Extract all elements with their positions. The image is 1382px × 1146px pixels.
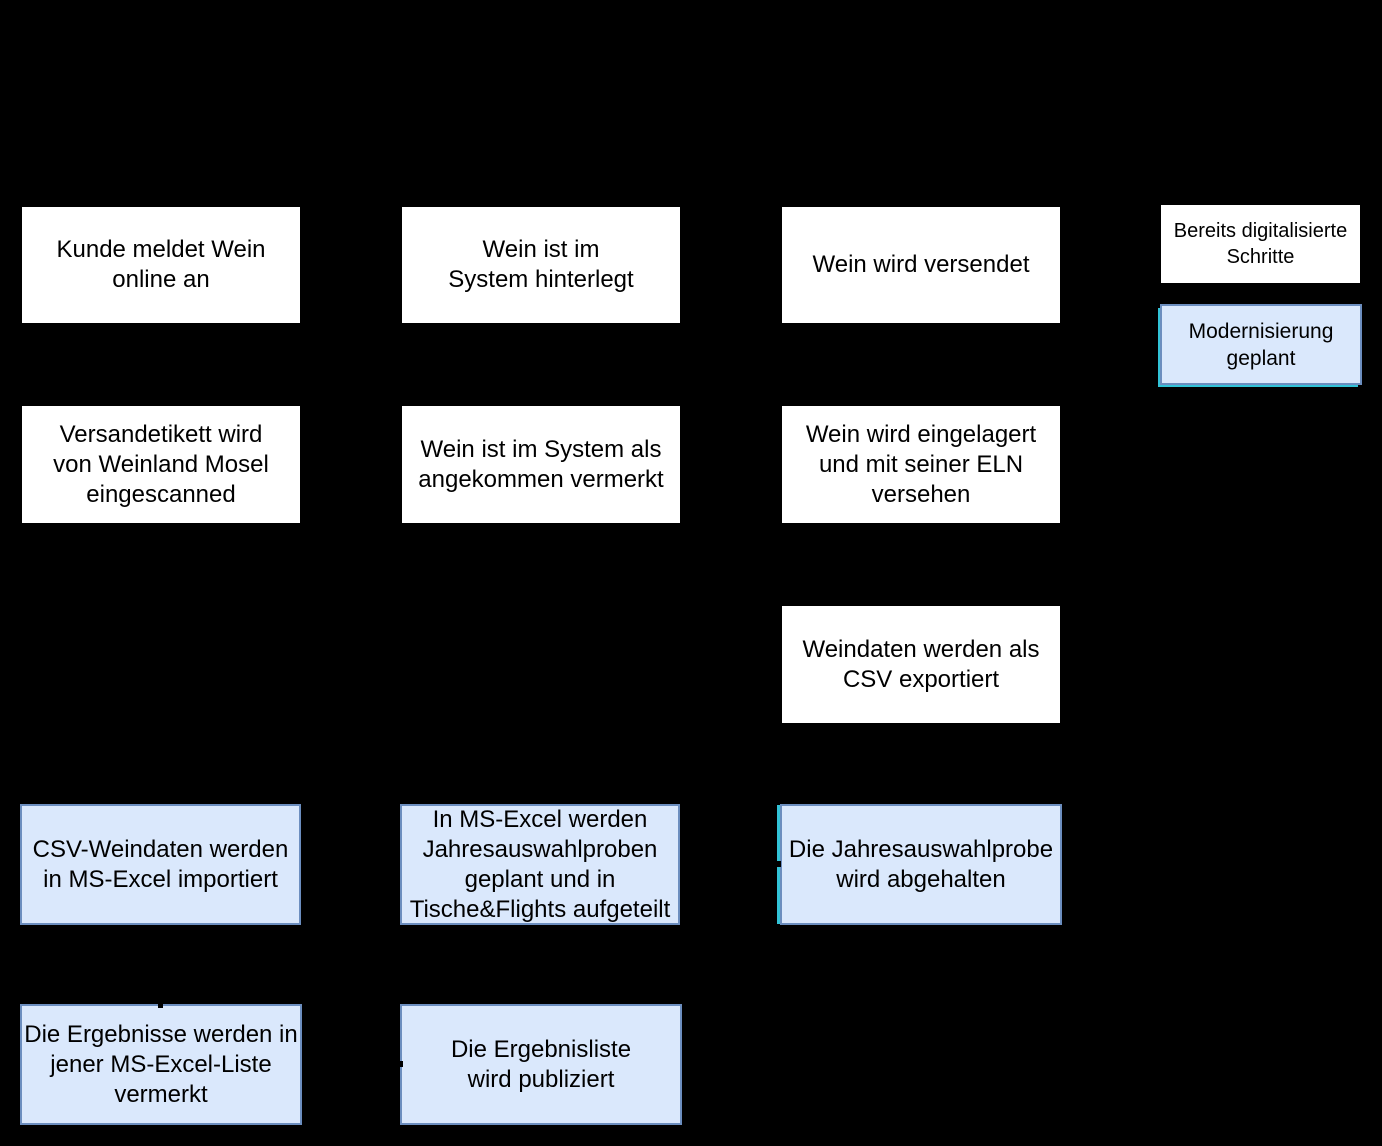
- legend-already-digitized-steps[interactable]: Bereits digitalisierte Schritte: [1161, 205, 1360, 283]
- node-wein-eingelagert-eln[interactable]: Wein wird eingelagert und mit seiner ELN…: [782, 406, 1060, 523]
- node-versandetikett-eingescanned[interactable]: Versandetikett wird von Weinland Mosel e…: [22, 406, 300, 523]
- connector-arrow-tick: [398, 1061, 403, 1067]
- node-label: Wein ist im System hinterlegt: [448, 236, 634, 293]
- connector-arrow-tick: [776, 861, 781, 867]
- legend-modernization-planned[interactable]: Modernisierung geplant: [1160, 304, 1362, 385]
- node-label: Die Jahresauswahlprobe wird abgehalten: [788, 835, 1054, 893]
- node-label: CSV-Weindaten werden in MS-Excel importi…: [32, 835, 289, 893]
- node-label: In MS-Excel werden Jahresauswahlproben g…: [409, 805, 671, 923]
- node-csv-weindaten-excel-import[interactable]: CSV-Weindaten werden in MS-Excel importi…: [20, 804, 301, 925]
- node-wein-im-system-hinterlegt[interactable]: Wein ist im System hinterlegt: [402, 207, 680, 323]
- connector-arrow-tick: [390, 861, 395, 867]
- node-label: Wein ist im System als angekommen vermer…: [418, 435, 664, 493]
- legend-label: Bereits digitalisierte Schritte: [1173, 220, 1348, 268]
- node-ergebnisliste-publiziert[interactable]: Die Ergebnisliste wird publiziert: [400, 1004, 682, 1125]
- node-excel-jahresauswahlproben-planung[interactable]: In MS-Excel werden Jahresauswahlproben g…: [400, 804, 680, 925]
- node-label: Wein wird eingelagert und mit seiner ELN…: [805, 420, 1037, 508]
- node-label: Die Ergebnisse werden in jener MS-Excel-…: [24, 1020, 298, 1108]
- node-label: Kunde meldet Wein online an: [56, 236, 266, 293]
- legend-label: Modernisierung geplant: [1188, 319, 1334, 370]
- node-wein-wird-versendet[interactable]: Wein wird versendet: [782, 207, 1060, 323]
- node-kunde-meldet-wein[interactable]: Kunde meldet Wein online an: [22, 207, 300, 323]
- node-label: Weindaten werden als CSV exportiert: [802, 635, 1040, 693]
- node-label: Wein wird versendet: [812, 251, 1030, 278]
- node-label: Die Ergebnisliste wird publiziert: [450, 1035, 632, 1093]
- connector-arrow-tick: [158, 1002, 163, 1008]
- node-label: Versandetikett wird von Weinland Mosel e…: [53, 420, 269, 508]
- node-ergebnisse-excel-vermerkt[interactable]: Die Ergebnisse werden in jener MS-Excel-…: [20, 1004, 302, 1125]
- node-wein-angekommen-vermerkt[interactable]: Wein ist im System als angekommen vermer…: [402, 406, 680, 523]
- node-jahresauswahlprobe-abgehalten[interactable]: Die Jahresauswahlprobe wird abgehalten: [780, 804, 1062, 925]
- node-weindaten-csv-export[interactable]: Weindaten werden als CSV exportiert: [782, 606, 1060, 723]
